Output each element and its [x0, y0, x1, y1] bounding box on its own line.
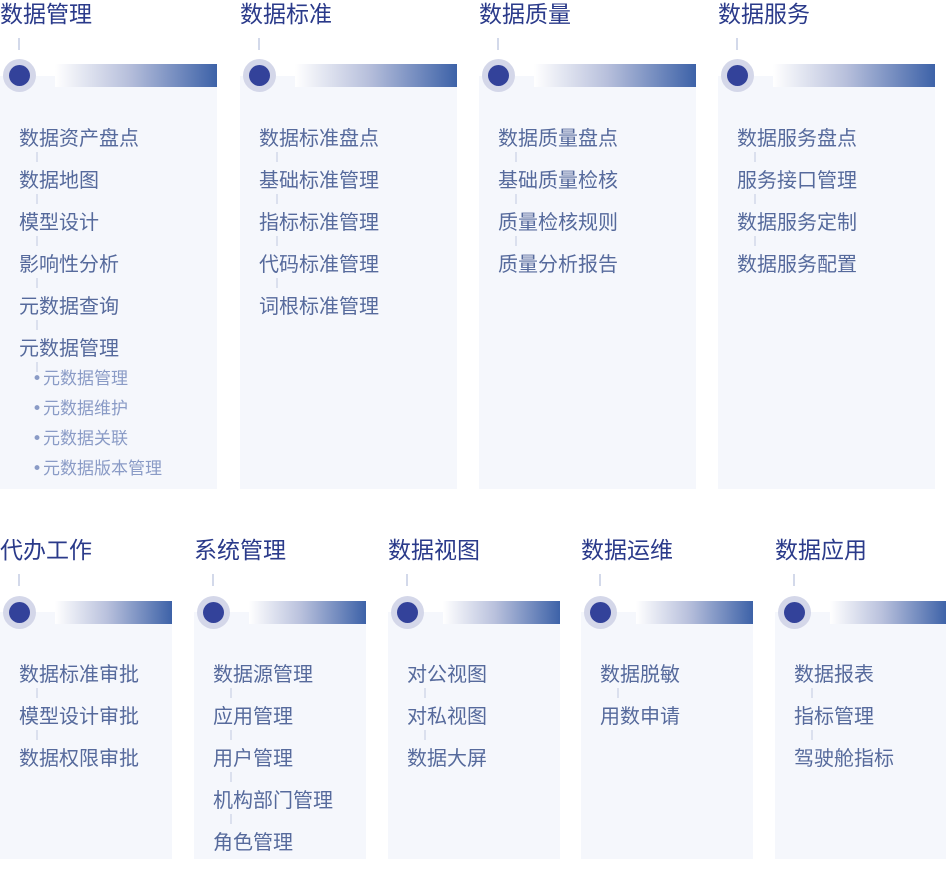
- connector-line: [736, 38, 738, 50]
- menu-item[interactable]: 数据报表: [794, 660, 894, 702]
- menu-item[interactable]: 代码标准管理: [259, 250, 379, 292]
- header-gradient-bar: [830, 601, 946, 624]
- node-dot-icon: [721, 59, 754, 92]
- module-title: 数据服务: [718, 2, 810, 28]
- menu-item[interactable]: 角色管理: [213, 830, 293, 854]
- menu-list: 数据标准审批模型设计审批数据权限审批: [19, 660, 139, 786]
- menu-item[interactable]: 基础质量检核: [498, 166, 618, 208]
- module-card: [581, 612, 753, 859]
- node-dot-icon: [584, 596, 617, 629]
- submenu-item[interactable]: 元数据管理: [19, 364, 162, 394]
- menu-list: 数据报表指标管理驾驶舱指标: [794, 660, 894, 786]
- node-dot-icon: [197, 596, 230, 629]
- menu-item[interactable]: 元数据管理: [19, 334, 162, 372]
- menu-item[interactable]: 指标管理: [794, 702, 894, 744]
- module-card: [718, 76, 935, 489]
- header-gradient-bar: [295, 64, 457, 87]
- module-title: 数据管理: [0, 2, 92, 28]
- module-title: 数据标准: [240, 2, 332, 28]
- menu-item[interactable]: 模型设计审批: [19, 702, 139, 744]
- node-dot-icon: [243, 59, 276, 92]
- menu-item[interactable]: 基础标准管理: [259, 166, 379, 208]
- menu-item[interactable]: 对私视图: [407, 702, 487, 744]
- menu-item[interactable]: 数据服务盘点: [737, 124, 857, 166]
- header-gradient-bar: [55, 64, 217, 87]
- header-gradient-bar: [773, 64, 935, 87]
- menu-item[interactable]: 元数据查询: [19, 292, 162, 334]
- menu-item[interactable]: 数据服务定制: [737, 208, 857, 250]
- menu-item[interactable]: 数据地图: [19, 166, 162, 208]
- module-title: 数据应用: [775, 538, 867, 564]
- menu-item[interactable]: 服务接口管理: [737, 166, 857, 208]
- menu-item[interactable]: 数据质量盘点: [498, 124, 618, 166]
- menu-item[interactable]: 指标标准管理: [259, 208, 379, 250]
- node-dot-icon: [391, 596, 424, 629]
- connector-line: [497, 38, 499, 50]
- menu-item[interactable]: 影响性分析: [19, 250, 162, 292]
- header-gradient-bar: [636, 601, 753, 624]
- menu-item[interactable]: 数据源管理: [213, 660, 333, 702]
- module-card: [775, 612, 946, 859]
- menu-item[interactable]: 应用管理: [213, 702, 333, 744]
- submenu-item[interactable]: 元数据版本管理: [19, 454, 162, 484]
- menu-item[interactable]: 模型设计: [19, 208, 162, 250]
- submenu-item[interactable]: 元数据维护: [19, 394, 162, 424]
- node-dot-icon: [3, 596, 36, 629]
- connector-line: [793, 574, 795, 586]
- module-title: 系统管理: [194, 538, 286, 564]
- module-title: 数据运维: [581, 538, 673, 564]
- menu-list: 数据源管理应用管理用户管理机构部门管理角色管理: [213, 660, 333, 870]
- module-card: [0, 612, 172, 859]
- connector-line: [212, 574, 214, 586]
- menu-item[interactable]: 机构部门管理: [213, 786, 333, 828]
- menu-item[interactable]: 质量检核规则: [498, 208, 618, 250]
- menu-item[interactable]: 数据大屏: [407, 746, 487, 770]
- connector-line: [258, 38, 260, 50]
- menu-item[interactable]: 数据资产盘点: [19, 124, 162, 166]
- module-card: [194, 612, 366, 859]
- menu-item[interactable]: 驾驶舱指标: [794, 746, 894, 770]
- connector-line: [406, 574, 408, 586]
- connector-line: [599, 574, 601, 586]
- menu-item[interactable]: 用户管理: [213, 744, 333, 786]
- menu-list: 数据质量盘点基础质量检核质量检核规则质量分析报告: [498, 124, 618, 292]
- menu-item[interactable]: 数据权限审批: [19, 746, 139, 770]
- module-title: 代办工作: [0, 538, 92, 564]
- module-title: 数据质量: [479, 2, 571, 28]
- node-dot-icon: [3, 59, 36, 92]
- menu-item[interactable]: 数据脱敏: [600, 660, 680, 702]
- menu-item[interactable]: 对公视图: [407, 660, 487, 702]
- menu-list: 数据标准盘点基础标准管理指标标准管理代码标准管理词根标准管理: [259, 124, 379, 334]
- module-card: [479, 76, 696, 489]
- menu-item[interactable]: 词根标准管理: [259, 294, 379, 318]
- menu-list: 数据脱敏用数申请: [600, 660, 680, 744]
- menu-item[interactable]: 数据标准盘点: [259, 124, 379, 166]
- menu-list: 对公视图对私视图数据大屏: [407, 660, 487, 786]
- header-gradient-bar: [55, 601, 172, 624]
- connector-line: [18, 574, 20, 586]
- header-gradient-bar: [443, 601, 560, 624]
- menu-item[interactable]: 数据服务配置: [737, 252, 857, 276]
- header-gradient-bar: [534, 64, 696, 87]
- node-dot-icon: [778, 596, 811, 629]
- module-card: [388, 612, 560, 859]
- connector-line: [18, 38, 20, 50]
- menu-item[interactable]: 数据标准审批: [19, 660, 139, 702]
- menu-list: 数据服务盘点服务接口管理数据服务定制数据服务配置: [737, 124, 857, 292]
- node-dot-icon: [482, 59, 515, 92]
- menu-list: 数据资产盘点数据地图模型设计影响性分析元数据查询元数据管理元数据管理元数据维护元…: [19, 124, 162, 484]
- submenu-item[interactable]: 元数据关联: [19, 424, 162, 454]
- header-gradient-bar: [249, 601, 366, 624]
- menu-item[interactable]: 用数申请: [600, 704, 680, 728]
- module-title: 数据视图: [388, 538, 480, 564]
- menu-item[interactable]: 质量分析报告: [498, 252, 618, 276]
